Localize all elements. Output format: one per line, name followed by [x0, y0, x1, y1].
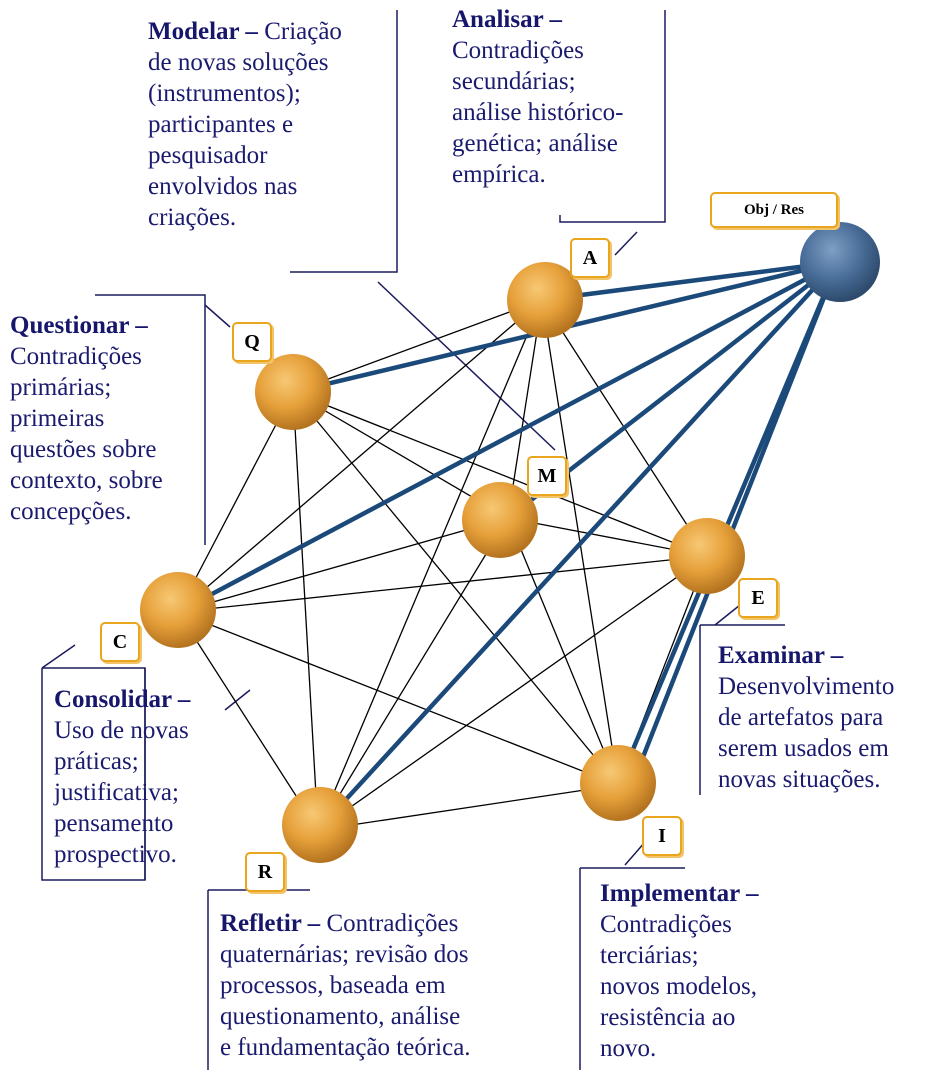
node-a-sphere — [507, 262, 583, 338]
node-label-r: R — [245, 852, 285, 892]
description-line: Contradições — [600, 911, 732, 938]
node-label-m: M — [527, 456, 567, 496]
description-line: participantes e — [148, 111, 294, 138]
node-label-q: Q — [232, 322, 272, 362]
description-analisar: Analisar – Contradições secundárias; aná… — [452, 4, 662, 190]
description-title: Refletir – — [220, 910, 321, 937]
description-line: novos modelos, — [600, 973, 757, 1000]
description-line: Contradições — [326, 910, 459, 937]
node-m-sphere — [462, 482, 538, 558]
description-implementar: Implementar – Contradições terciárias; n… — [600, 878, 820, 1064]
description-line: práticas; — [54, 748, 139, 775]
description-line: análise histórico- — [452, 99, 624, 126]
description-line: empírica. — [452, 161, 546, 188]
description-line: pensamento — [54, 810, 174, 837]
object-label: Obj / Res — [710, 192, 838, 228]
description-line: genética; análise — [452, 130, 618, 157]
thick-edges — [176, 259, 841, 832]
node-e-sphere — [669, 518, 745, 594]
description-line: Contradições — [452, 37, 584, 64]
description-line: questões sobre — [10, 436, 157, 463]
description-line: Uso de novas — [54, 717, 189, 744]
description-line: criações. — [148, 204, 237, 231]
description-refletir: Refletir – Contradições quaternárias; re… — [220, 908, 540, 1063]
description-line: resistência ao — [600, 1004, 736, 1031]
description-line: novas situações. — [718, 766, 881, 793]
description-line: quaternárias; revisão dos — [220, 941, 469, 968]
description-title: Consolidar – — [54, 686, 191, 713]
description-line: de novas soluções — [148, 49, 329, 76]
description-line: secundárias; — [452, 68, 576, 95]
description-line: processos, baseada em — [220, 972, 446, 999]
node-i-sphere — [580, 745, 656, 821]
description-title: Questionar – — [10, 312, 148, 339]
node-label-a: A — [570, 238, 610, 278]
description-line: de artefatos para — [718, 704, 884, 731]
description-line: (instrumentos); — [148, 80, 301, 107]
description-line: contexto, sobre — [10, 467, 163, 494]
description-line: e fundamentação teórica. — [220, 1034, 471, 1061]
node-q-sphere — [255, 354, 331, 430]
node-r-sphere — [282, 787, 358, 863]
description-line: novo. — [600, 1035, 657, 1062]
description-line: primárias; — [10, 374, 112, 401]
thin-edges — [177, 299, 708, 831]
description-modelar: Modelar – Criação de novas soluções (ins… — [148, 16, 393, 233]
description-title: Modelar – — [148, 18, 258, 45]
node-label-e: E — [738, 578, 778, 618]
description-questionar: Questionar – Contradições primárias; pri… — [10, 310, 205, 527]
description-line: primeiras — [10, 405, 105, 432]
description-line: pesquisador — [148, 142, 268, 169]
description-title: Implementar – — [600, 880, 759, 907]
description-line: Contradições — [10, 343, 142, 370]
node-label-i: I — [642, 816, 682, 856]
description-consolidar: Consolidar – Uso de novas práticas; just… — [54, 684, 204, 870]
description-examinar: Examinar – Desenvolvimento de artefatos … — [718, 640, 933, 795]
description-line: envolvidos nas — [148, 173, 298, 200]
object-sphere — [800, 222, 880, 302]
description-line: Desenvolvimento — [718, 673, 895, 700]
description-title: Analisar – — [452, 6, 562, 33]
description-line: justificativa; — [54, 779, 179, 806]
description-line: terciárias; — [600, 942, 699, 969]
description-line: serem usados em — [718, 735, 889, 762]
description-line: prospectivo. — [54, 841, 177, 868]
node-label-c: C — [100, 622, 140, 662]
description-line: concepções. — [10, 498, 132, 525]
node-spheres — [140, 222, 880, 863]
description-line: Criação — [264, 18, 342, 45]
description-title: Examinar – — [718, 642, 844, 669]
description-line: questionamento, análise — [220, 1003, 461, 1030]
node-c-sphere — [140, 572, 216, 648]
